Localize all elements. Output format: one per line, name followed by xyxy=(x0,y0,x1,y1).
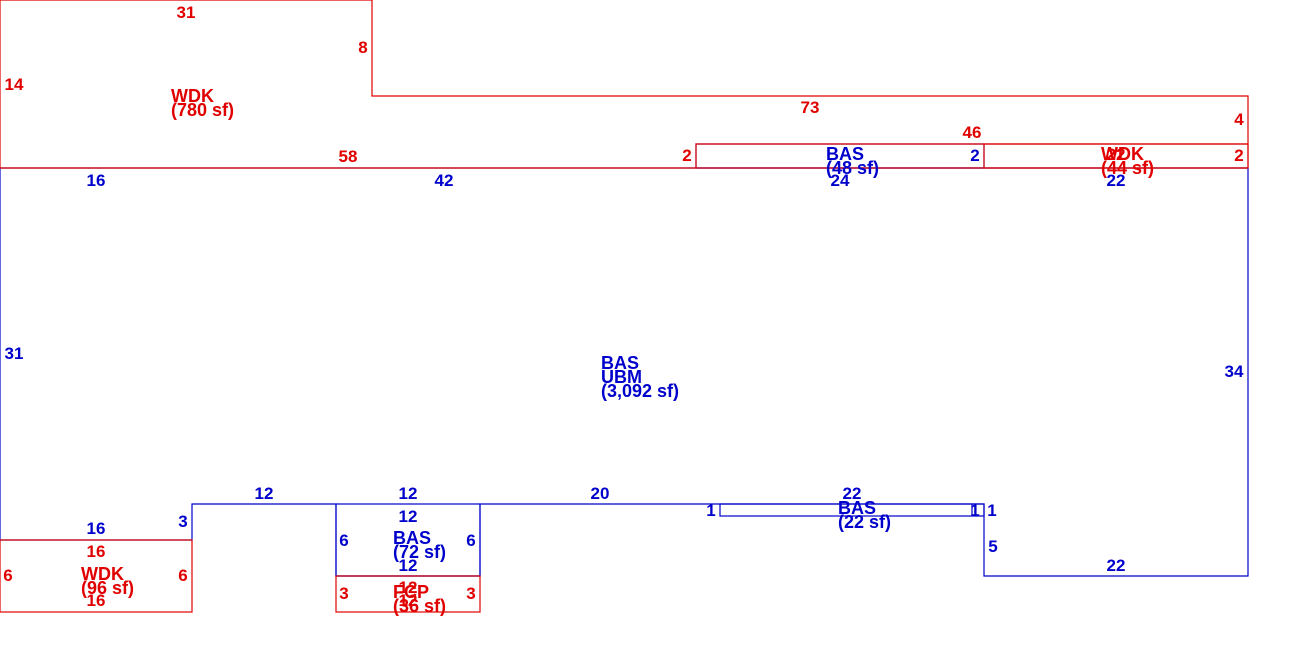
dim-wdk-b-right: 6 xyxy=(178,566,187,585)
bas-strip-area: (22 sf) xyxy=(838,512,891,532)
wdk-main-code: WDK xyxy=(171,86,214,106)
dim-bottom-right: 22 xyxy=(1107,556,1126,575)
fcp-code: FCP xyxy=(393,582,429,602)
dim-bay-top: 12 xyxy=(399,507,418,526)
bas-main-code2: UBM xyxy=(601,367,642,387)
dim-bas-top-right: 2 xyxy=(970,146,979,165)
dim-bas-top-bottom: 24 xyxy=(831,171,850,190)
dim-wdk-b-top: 16 xyxy=(87,542,106,561)
bas-strip-outline xyxy=(719,503,985,517)
bas-bay-code: BAS xyxy=(393,528,431,548)
bas-strip-code: BAS xyxy=(838,498,876,518)
dim-left-bottom: 16 xyxy=(87,519,106,538)
dim-upper-right: 4 xyxy=(1234,110,1244,129)
wdk-bottom-area: (96 sf) xyxy=(81,578,134,598)
dim-bay-bottom: 12 xyxy=(399,556,418,575)
dim-fcp-bottom: 12 xyxy=(399,591,418,610)
dim-strip-top: 22 xyxy=(843,484,862,503)
dim-wdk-b-bottom: 16 xyxy=(87,591,106,610)
dim-step: 3 xyxy=(178,512,187,531)
dim-strip-left: 1 xyxy=(706,501,715,520)
dim-seg-c: 20 xyxy=(591,484,610,503)
wdk-main-outline xyxy=(0,0,1249,169)
fcp-outline xyxy=(335,575,481,613)
dim-wdk-right-right: 2 xyxy=(1234,146,1243,165)
dim-bas-top-left: 2 xyxy=(682,146,691,165)
dim-jog: 5 xyxy=(988,537,997,556)
fcp-area: (36 sf) xyxy=(393,596,446,616)
dim-main-top-a: 16 xyxy=(87,171,106,190)
bas-top-code: BAS xyxy=(826,144,864,164)
wdk-right-code: WDK xyxy=(1101,144,1144,164)
dim-seg-a: 12 xyxy=(255,484,274,503)
bas-main-code: BAS xyxy=(601,353,639,373)
dim-upper-mid: 46 xyxy=(963,123,982,142)
dim-wdk-top: 31 xyxy=(177,3,196,22)
wdk-bottom-code: WDK xyxy=(81,564,124,584)
dim-wdk-notch: 8 xyxy=(358,38,367,57)
dim-seg-b: 12 xyxy=(399,484,418,503)
dim-main-top-b: 42 xyxy=(435,171,454,190)
dim-wdk-left: 14 xyxy=(5,75,24,94)
bas-bay-area: (72 sf) xyxy=(393,542,446,562)
dim-upper-run: 73 xyxy=(801,98,820,117)
dim-fcp-top: 12 xyxy=(399,578,418,597)
dim-strip-right-b: 1 xyxy=(987,501,996,520)
dim-wdk-b-left: 6 xyxy=(3,566,12,585)
dim-main-right: 34 xyxy=(1225,362,1244,381)
dim-bay-left: 6 xyxy=(339,531,348,550)
dim-wdk-right-top: 22 xyxy=(1107,145,1126,164)
dim-fcp-left: 3 xyxy=(339,584,348,603)
wdk-main-area: (780 sf) xyxy=(171,100,234,120)
dim-wdk-bottom-edge: 58 xyxy=(339,147,358,166)
bas-main-area: (3,092 sf) xyxy=(601,381,679,401)
wdk-right-outline xyxy=(983,143,1249,169)
dim-wdk-right-bottom: 22 xyxy=(1107,171,1126,190)
dim-strip-right-a: 1 xyxy=(970,501,979,520)
wdk-right-area: (44 sf) xyxy=(1101,158,1154,178)
dim-bay-right: 6 xyxy=(466,531,475,550)
bas-top-area: (48 sf) xyxy=(826,158,879,178)
dim-fcp-right: 3 xyxy=(466,584,475,603)
wdk-bottom-outline xyxy=(0,539,193,613)
dim-main-left: 31 xyxy=(5,344,24,363)
